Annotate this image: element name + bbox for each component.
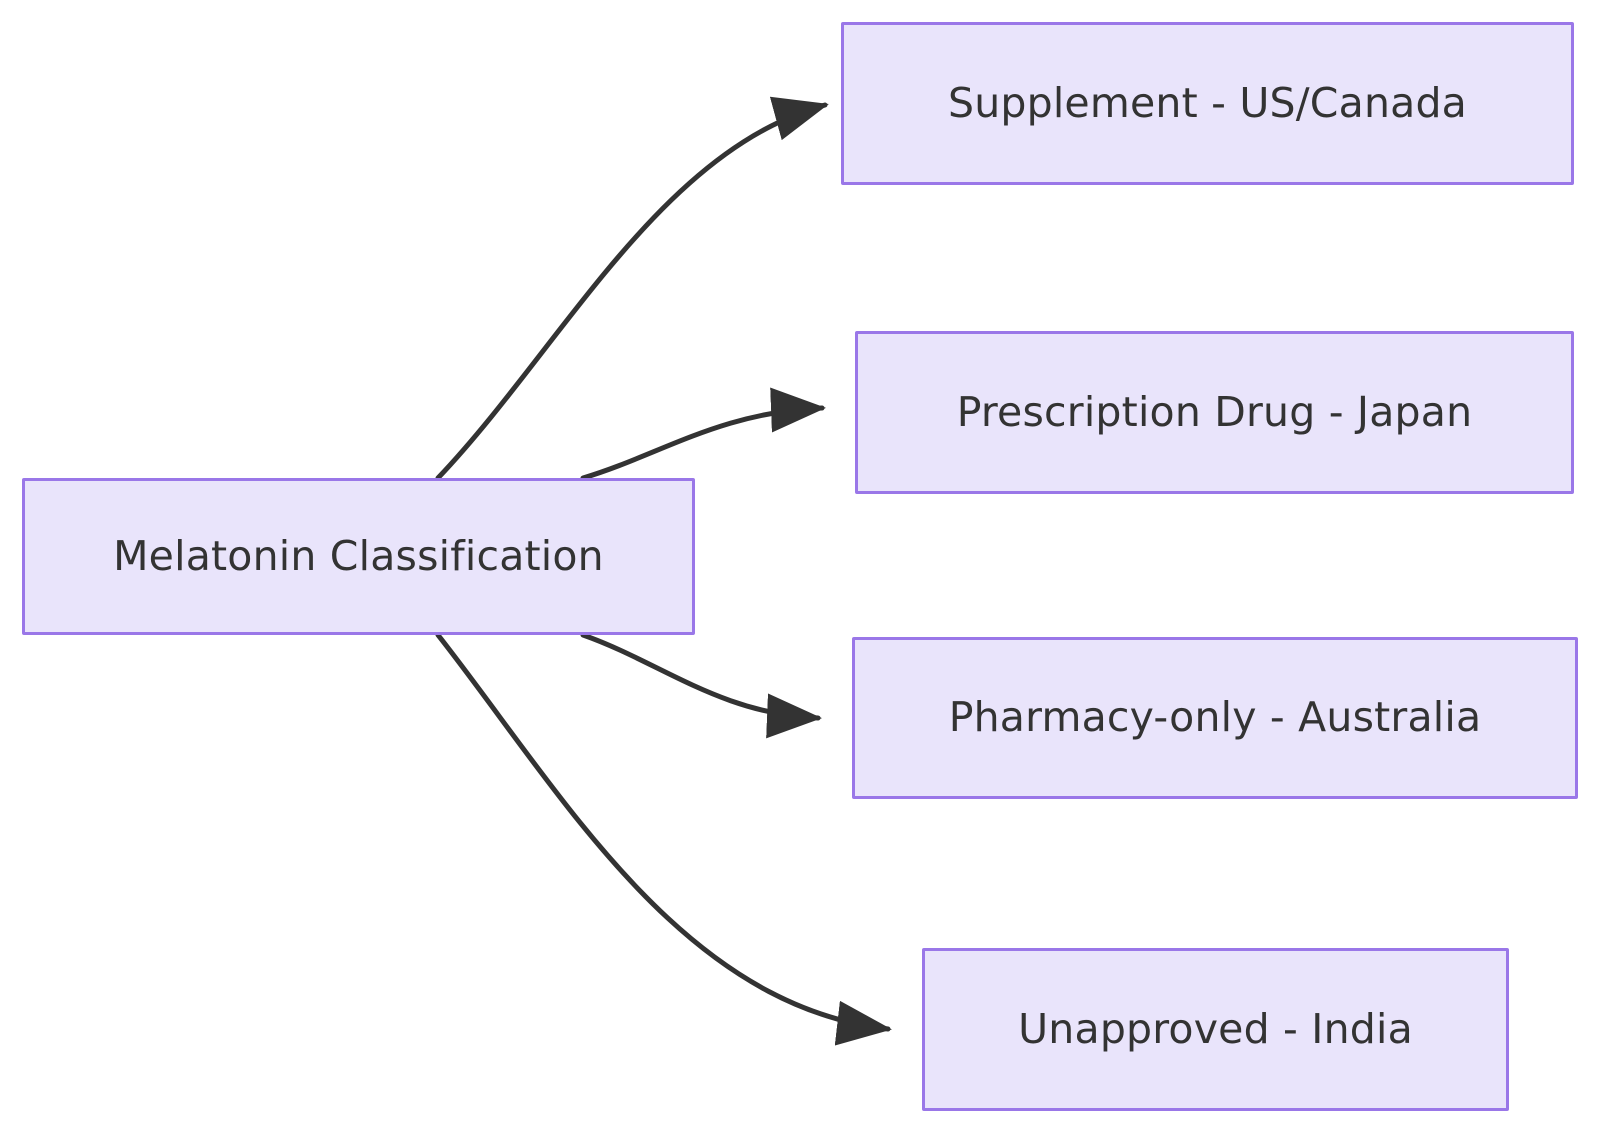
edge-root-to-supplement (435, 96, 829, 481)
edge-root-to-prescription (580, 387, 826, 481)
node-label: Supplement - US/Canada (947, 78, 1468, 127)
node-supplement-us-canada[interactable]: Supplement - US/Canada (841, 22, 1574, 185)
edge-root-to-unapproved (435, 632, 892, 1046)
node-unapproved-india[interactable]: Unapproved - India (922, 948, 1509, 1111)
node-melatonin-classification[interactable]: Melatonin Classification (22, 478, 695, 635)
node-label: Pharmacy-only - Australia (948, 693, 1482, 742)
edge-root-to-pharmacy (580, 632, 822, 739)
node-label: Melatonin Classification (113, 531, 604, 580)
node-label: Unapproved - India (1018, 1004, 1413, 1053)
node-pharmacy-only-australia[interactable]: Pharmacy-only - Australia (852, 637, 1578, 799)
node-label: Prescription Drug - Japan (956, 387, 1473, 436)
node-prescription-drug-japan[interactable]: Prescription Drug - Japan (855, 331, 1574, 494)
